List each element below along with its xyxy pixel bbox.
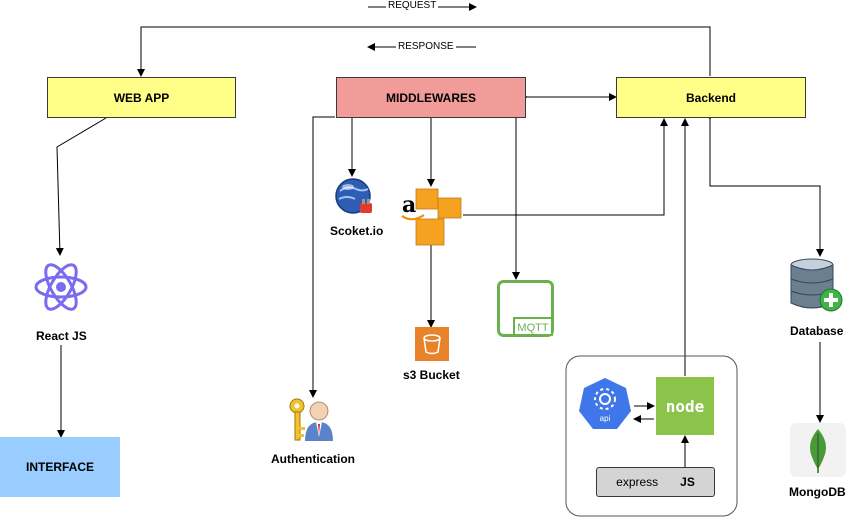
node-label: node	[665, 396, 705, 416]
authentication-icon	[289, 398, 333, 441]
mongodb-label: MongoDB	[789, 485, 846, 499]
webapp-react-connector	[55, 117, 107, 256]
backend-database-connector	[706, 112, 824, 257]
backend-label: Backend	[685, 90, 737, 105]
express-label: express	[616, 475, 659, 489]
express-js-label: JS	[680, 475, 695, 489]
express-node: express JS	[596, 467, 715, 497]
react-icon	[34, 263, 88, 311]
database-label: Database	[790, 324, 844, 338]
interface-node: INTERFACE	[0, 437, 120, 497]
backend-node: Backend	[616, 77, 806, 118]
middleware-auth-connector	[309, 116, 335, 398]
api-label: api	[600, 414, 611, 423]
mqtt-icon: MQTT	[497, 280, 554, 337]
react-label: React JS	[36, 329, 87, 343]
aws-backend-connector	[463, 118, 668, 216]
socket-io-icon	[335, 178, 372, 214]
node-runtime-container	[565, 355, 738, 517]
middlewares-label: MIDDLEWARES	[386, 90, 476, 105]
middlewares-node: MIDDLEWARES	[336, 77, 526, 118]
mqtt-label: MQTT	[517, 322, 548, 334]
authentication-label: Authentication	[271, 452, 355, 466]
node-icon: node	[656, 377, 714, 435]
database-icon	[790, 258, 843, 312]
web-app-node: WEB APP	[47, 77, 236, 118]
request-label: REQUEST	[386, 0, 439, 11]
response-label: RESPONSE	[396, 41, 456, 52]
s3-bucket-icon	[415, 327, 449, 361]
interface-label: INTERFACE	[25, 460, 94, 474]
socket-label: Scoket.io	[330, 224, 384, 238]
aws-icon: a	[401, 188, 462, 246]
mongodb-icon	[790, 423, 846, 477]
api-icon: api	[579, 378, 631, 429]
web-app-label: WEB APP	[113, 90, 170, 105]
s3-label: s3 Bucket	[403, 368, 460, 382]
request-connector	[137, 26, 711, 77]
svg-text:a: a	[402, 192, 416, 218]
